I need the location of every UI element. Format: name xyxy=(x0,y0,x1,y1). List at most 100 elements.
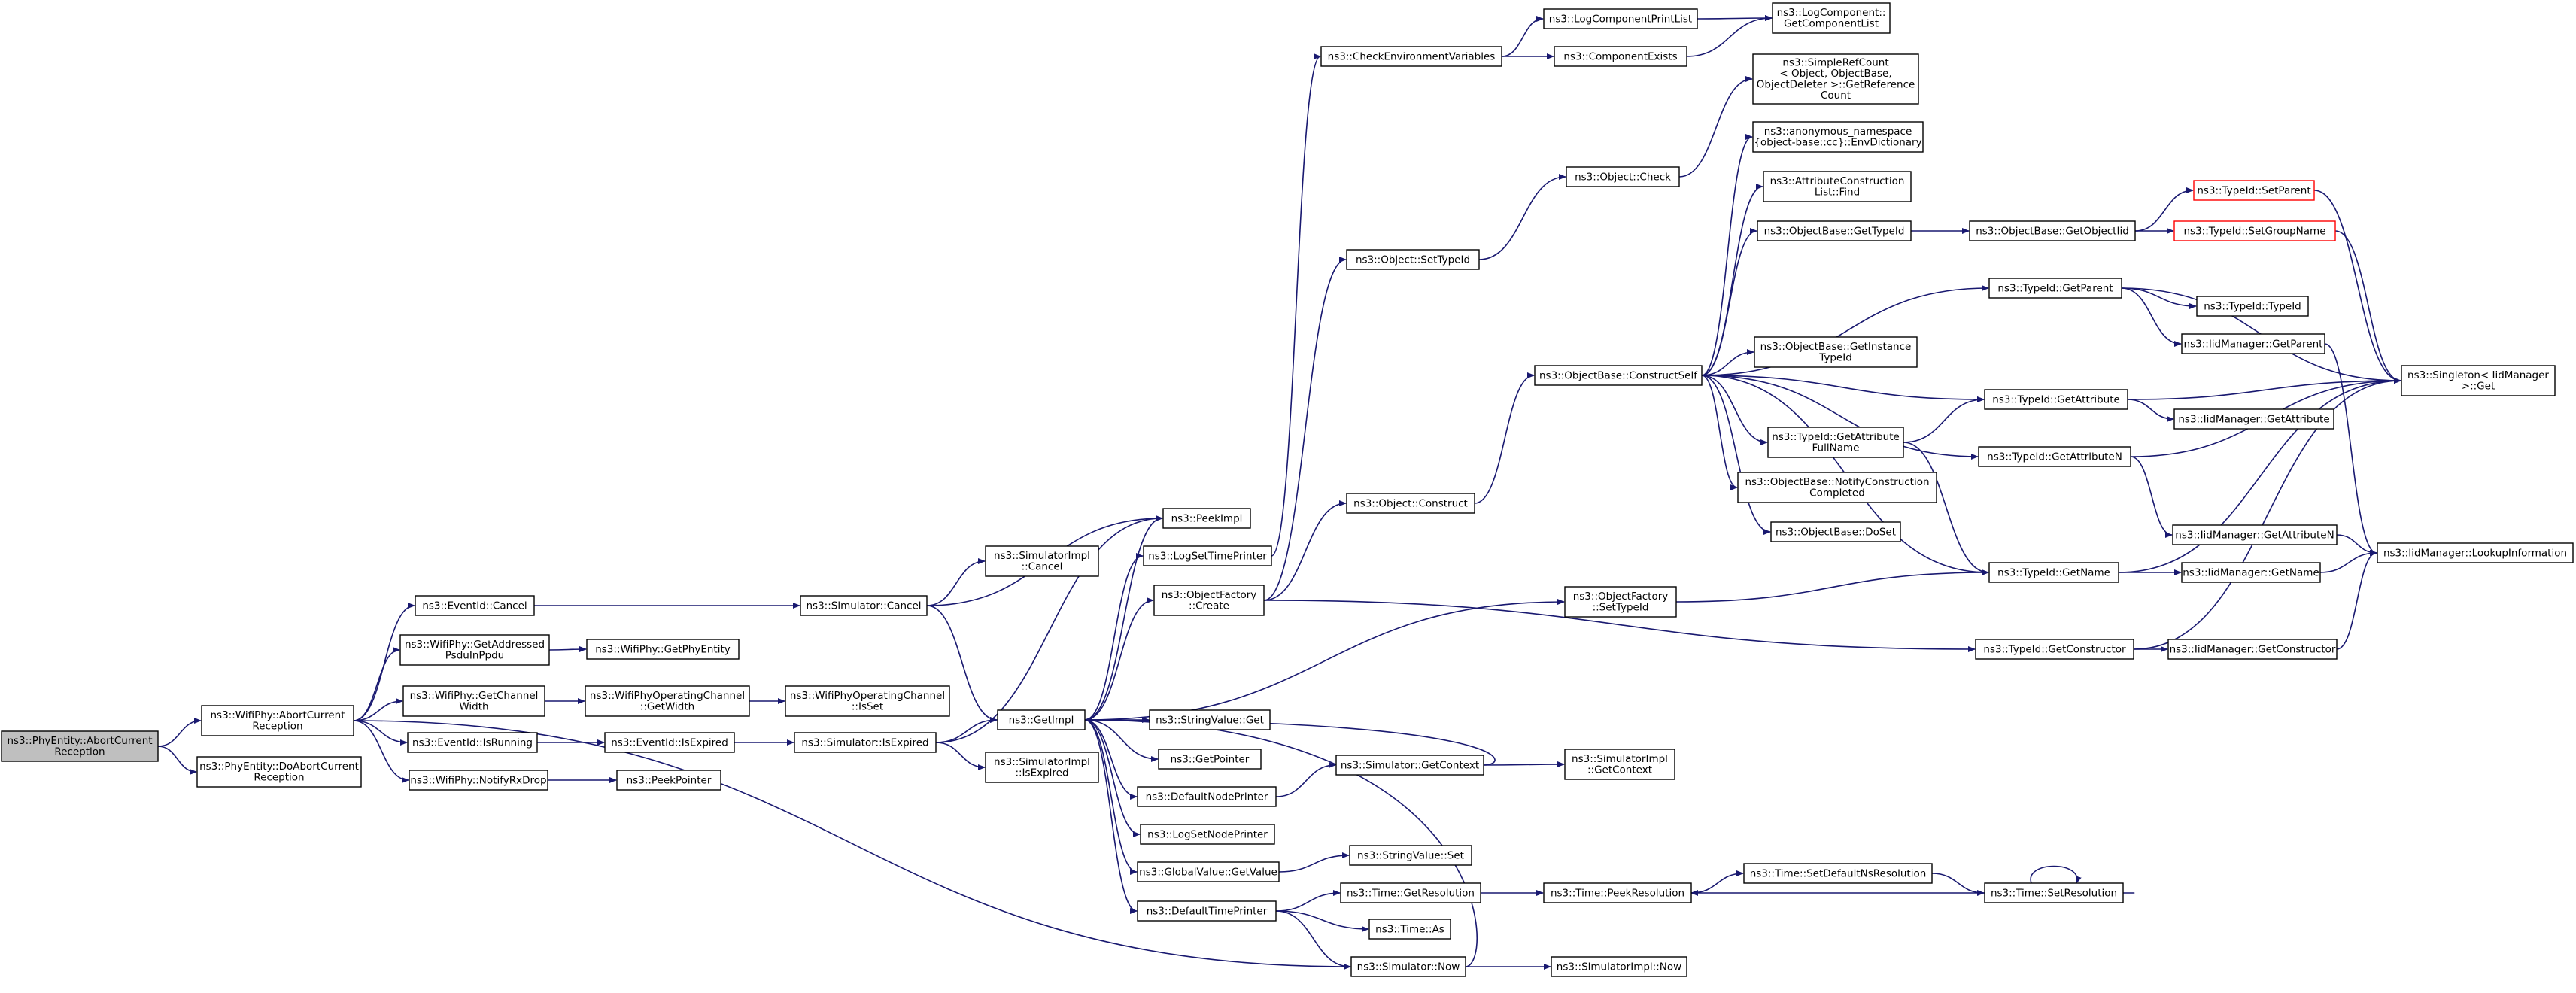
node-simimplisexp[interactable]: ns3::SimulatorImpl::IsExpired xyxy=(985,752,1099,783)
node-objfactsettid[interactable]: ns3::ObjectFactory::SetTypeId xyxy=(1564,586,1677,618)
node-box-timepeekres[interactable] xyxy=(1543,882,1692,903)
node-box-objfactcreate[interactable] xyxy=(1153,585,1265,616)
node-box-timeas[interactable] xyxy=(1368,919,1451,940)
node-obgettypeid[interactable]: ns3::ObjectBase::GetTypeId xyxy=(1757,220,1912,241)
node-box-deftimeprinter[interactable] xyxy=(1137,900,1277,922)
node-box-objconstruct[interactable] xyxy=(1346,493,1475,514)
node-box-tidsetgroup[interactable] xyxy=(2174,220,2336,241)
node-box-isrunning[interactable] xyxy=(407,732,538,753)
node-tidgetattr[interactable]: ns3::TypeId::GetAttribute xyxy=(1984,389,2128,410)
node-box-getchw[interactable] xyxy=(402,685,545,717)
node-box-abort[interactable] xyxy=(201,705,354,736)
node-box-iidgetconstr[interactable] xyxy=(2167,639,2338,660)
node-box-simplerefcount[interactable] xyxy=(1752,53,1919,105)
node-compexists[interactable]: ns3::ComponentExists xyxy=(1554,46,1687,67)
node-peekptr[interactable]: ns3::PeekPointer xyxy=(616,770,721,791)
node-singleton[interactable]: ns3::Singleton< IidManager>::Get xyxy=(2401,365,2556,396)
node-box-objcheck[interactable] xyxy=(1566,166,1680,187)
node-box-timesetres[interactable] xyxy=(1984,882,2124,903)
node-iidgetattrn[interactable]: ns3::IidManager::GetAttributeN xyxy=(2172,524,2338,545)
node-box-strvalget[interactable] xyxy=(1149,709,1271,730)
node-box-peekimpl[interactable] xyxy=(1162,508,1251,529)
node-opchgw[interactable]: ns3::WifiPhyOperatingChannel::GetWidth xyxy=(585,685,750,717)
node-box-logcompprint[interactable] xyxy=(1543,8,1698,29)
node-box-tidgetparent[interactable] xyxy=(1988,278,2122,299)
node-box-strvalset[interactable] xyxy=(1349,845,1472,866)
node-box-singleton[interactable] xyxy=(2401,365,2556,396)
node-notifyrx[interactable]: ns3::WifiPhy::NotifyRxDrop xyxy=(409,770,548,791)
node-box-globalget[interactable] xyxy=(1137,861,1280,882)
node-simimplcancel[interactable]: ns3::SimulatorImpl::Cancel xyxy=(985,545,1099,577)
node-constructself[interactable]: ns3::ObjectBase::ConstructSelf xyxy=(1534,365,1703,386)
node-simplerefcount[interactable]: ns3::SimpleRefCount< Object, ObjectBase,… xyxy=(1752,53,1919,105)
node-box-obdoset[interactable] xyxy=(1770,521,1901,542)
node-isexpired[interactable]: ns3::EventId::IsExpired xyxy=(604,732,735,753)
node-checkenv[interactable]: ns3::CheckEnvironmentVariables xyxy=(1320,46,1502,67)
node-box-simisexpired[interactable] xyxy=(794,732,937,753)
node-box-notifyrx[interactable] xyxy=(409,770,548,791)
node-box-iidgetname[interactable] xyxy=(2181,562,2321,583)
node-box-simimplnow[interactable] xyxy=(1551,956,1687,977)
node-timepeekres[interactable]: ns3::Time::PeekResolution xyxy=(1543,882,1692,903)
node-tidgetattrn[interactable]: ns3::TypeId::GetAttributeN xyxy=(1978,446,2131,467)
node-box-getaddr[interactable] xyxy=(399,634,550,666)
node-tidtypeid[interactable]: ns3::TypeId::TypeId xyxy=(2196,296,2309,317)
node-box-opchisset[interactable] xyxy=(785,685,950,717)
node-getphyent[interactable]: ns3::WifiPhy::GetPhyEntity xyxy=(586,639,740,660)
node-obgetobjtid[interactable]: ns3::ObjectBase::GetObjectIid xyxy=(1969,220,2136,241)
node-tidgetconstr[interactable]: ns3::TypeId::GetConstructor xyxy=(1975,639,2134,660)
node-simisexpired[interactable]: ns3::Simulator::IsExpired xyxy=(794,732,937,753)
node-obnotify[interactable]: ns3::ObjectBase::NotifyConstructionCompl… xyxy=(1737,472,1937,503)
node-box-logsetnode[interactable] xyxy=(1140,824,1275,845)
node-logsettime[interactable]: ns3::LogSetTimePrinter xyxy=(1143,545,1272,566)
node-objsettypeid[interactable]: ns3::Object::SetTypeId xyxy=(1346,249,1480,270)
node-simimplnow[interactable]: ns3::SimulatorImpl::Now xyxy=(1551,956,1687,977)
node-iidgetname[interactable]: ns3::IidManager::GetName xyxy=(2181,562,2321,583)
node-box-obnotify[interactable] xyxy=(1737,472,1937,503)
node-box-anonenv[interactable] xyxy=(1752,121,1924,153)
node-box-peekptr[interactable] xyxy=(616,770,721,791)
node-timegetres[interactable]: ns3::Time::GetResolution xyxy=(1340,882,1481,903)
node-box-tidgetattrfull[interactable] xyxy=(1767,427,1904,458)
node-box-tidtypeid[interactable] xyxy=(2196,296,2309,317)
node-box-getimpl[interactable] xyxy=(997,709,1086,730)
node-iidlookup[interactable]: ns3::IidManager::LookupInformation xyxy=(2377,542,2574,563)
node-simimplgetctx[interactable]: ns3::SimulatorImpl::GetContext xyxy=(1564,749,1675,780)
node-box-checkenv[interactable] xyxy=(1320,46,1502,67)
node-tidsetgroup[interactable]: ns3::TypeId::SetGroupName xyxy=(2174,220,2336,241)
node-box-compexists[interactable] xyxy=(1554,46,1687,67)
node-box-root[interactable] xyxy=(1,730,159,762)
node-box-obgettypeid[interactable] xyxy=(1757,220,1912,241)
node-box-attrconstr[interactable] xyxy=(1763,171,1912,202)
node-isrunning[interactable]: ns3::EventId::IsRunning xyxy=(407,732,538,753)
node-box-getphyent[interactable] xyxy=(586,639,740,660)
node-opchisset[interactable]: ns3::WifiPhyOperatingChannel::IsSet xyxy=(785,685,950,717)
node-box-opchgw[interactable] xyxy=(585,685,750,717)
node-iidgetparent[interactable]: ns3::IidManager::GetParent xyxy=(2181,333,2325,354)
node-obdoset[interactable]: ns3::ObjectBase::DoSet xyxy=(1770,521,1901,542)
node-objconstruct[interactable]: ns3::Object::Construct xyxy=(1346,493,1475,514)
node-strvalget[interactable]: ns3::StringValue::Get xyxy=(1149,709,1271,730)
node-box-doabort[interactable] xyxy=(196,756,362,788)
node-box-constructself[interactable] xyxy=(1534,365,1703,386)
node-box-iidgetparent[interactable] xyxy=(2181,333,2325,354)
node-box-simgetctx[interactable] xyxy=(1335,755,1484,776)
node-getpointer[interactable]: ns3::GetPointer xyxy=(1158,749,1262,770)
node-box-simimplgetctx[interactable] xyxy=(1564,749,1675,780)
node-logcompget[interactable]: ns3::LogComponent::GetComponentList xyxy=(1772,2,1891,34)
node-objfactcreate[interactable]: ns3::ObjectFactory::Create xyxy=(1153,585,1265,616)
node-deftimeprinter[interactable]: ns3::DefaultTimePrinter xyxy=(1137,900,1277,922)
node-box-tidgetname[interactable] xyxy=(1988,562,2119,583)
node-box-simnow[interactable] xyxy=(1350,956,1466,977)
node-box-tidsetparent[interactable] xyxy=(2193,180,2315,201)
node-box-tidgetconstr[interactable] xyxy=(1975,639,2134,660)
node-box-evcancel[interactable] xyxy=(415,595,535,616)
node-box-iidlookup[interactable] xyxy=(2377,542,2574,563)
node-box-objsettypeid[interactable] xyxy=(1346,249,1480,270)
node-box-logcompget[interactable] xyxy=(1772,2,1891,34)
node-box-getpointer[interactable] xyxy=(1158,749,1262,770)
